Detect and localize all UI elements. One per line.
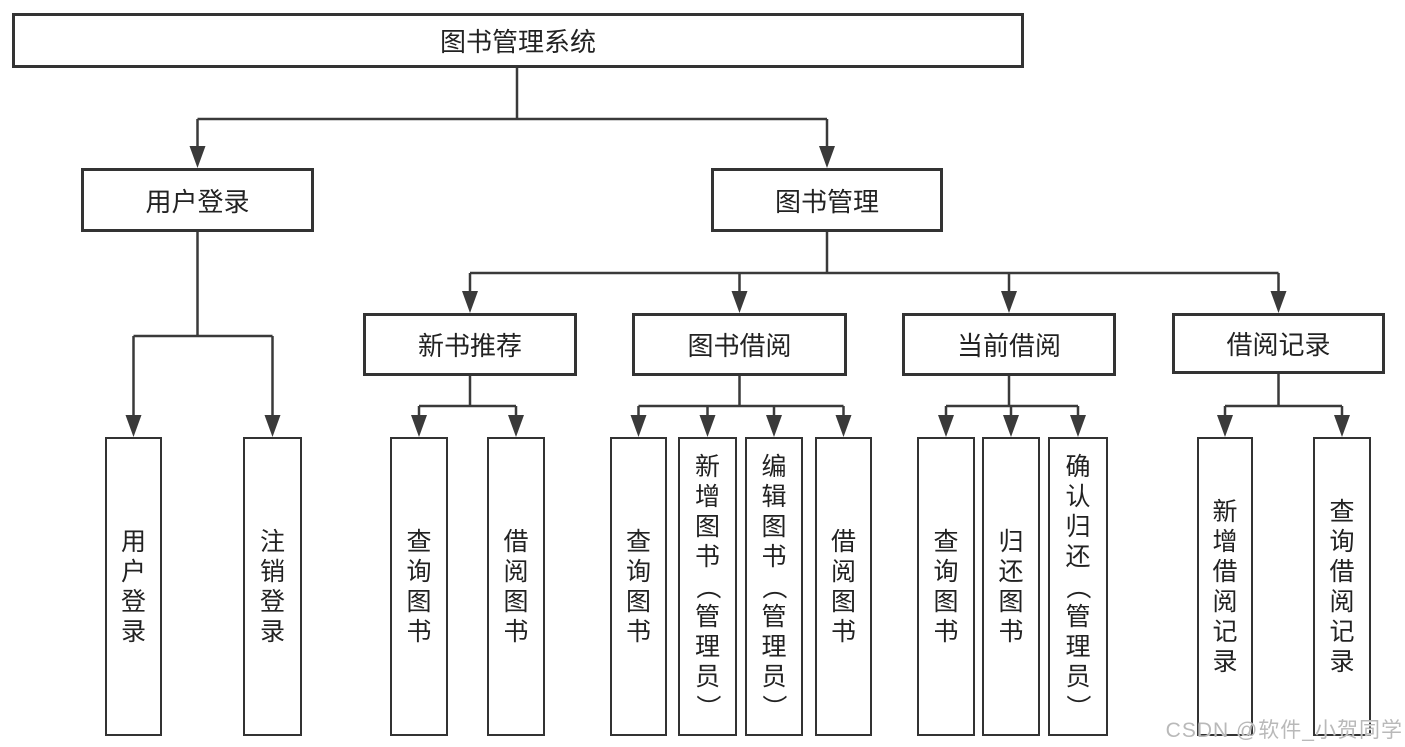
- leaf-return-book: 归还图书: [982, 437, 1040, 736]
- leaf-borrow-book: 借阅图书: [815, 437, 872, 736]
- leaf-user-login-label: 用户登录: [120, 527, 146, 646]
- leaf-query-borrow-record-label: 查询借阅记录: [1329, 497, 1355, 676]
- node-book-management-label: 图书管理: [774, 186, 879, 217]
- connector-new-book-recommend: [417, 376, 518, 419]
- arrowheads: [125, 146, 1350, 437]
- node-system-root-label: 图书管理系统: [439, 27, 596, 57]
- leaf-recommend-borrow-book: 借阅图书: [487, 437, 545, 736]
- leaf-recommend-query-book: 查询图书: [390, 437, 448, 736]
- connector-borrow-record: [1223, 374, 1344, 419]
- connector-root: [196, 68, 829, 150]
- connector-current-borrow: [944, 376, 1080, 419]
- node-book-borrow: 图书借阅: [632, 313, 847, 376]
- leaf-current-query-book: 查询图书: [917, 437, 975, 736]
- leaf-logout: 注销登录: [243, 437, 302, 736]
- leaf-borrow-query-book-label: 查询图书: [625, 527, 651, 646]
- leaf-confirm-return-admin: 确认归还（管理员）: [1048, 437, 1108, 736]
- node-book-management: 图书管理: [711, 168, 943, 232]
- node-system-root: 图书管理系统: [12, 13, 1024, 68]
- leaf-borrow-book-label: 借阅图书: [830, 527, 856, 646]
- node-borrow-record-label: 借阅记录: [1226, 330, 1331, 360]
- leaf-edit-book-admin: 编辑图书（管理员）: [745, 437, 803, 736]
- node-book-borrow-label: 图书借阅: [687, 331, 792, 361]
- node-new-book-recommend-label: 新书推荐: [417, 331, 522, 361]
- leaf-query-borrow-record: 查询借阅记录: [1313, 437, 1371, 736]
- node-borrow-record: 借阅记录: [1172, 313, 1385, 374]
- node-user-login-label: 用户登录: [145, 186, 250, 217]
- node-new-book-recommend: 新书推荐: [363, 313, 577, 376]
- node-current-borrow-label: 当前借阅: [956, 331, 1061, 361]
- leaf-add-borrow-record: 新增借阅记录: [1197, 437, 1253, 736]
- leaf-confirm-return-admin-label: 确认归还（管理员）: [1063, 452, 1092, 720]
- connector-book-management: [468, 232, 1280, 295]
- csdn-watermark: CSDN @软件_小贺同学: [1165, 719, 1403, 742]
- leaf-logout-label: 注销登录: [259, 527, 285, 646]
- leaf-add-book-admin-label: 新增图书（管理员）: [693, 452, 722, 720]
- connector-user-login: [132, 232, 274, 419]
- leaf-edit-book-admin-label: 编辑图书（管理员）: [759, 452, 788, 720]
- leaf-borrow-query-book: 查询图书: [610, 437, 667, 736]
- leaf-return-book-label: 归还图书: [998, 527, 1024, 646]
- leaf-recommend-borrow-book-label: 借阅图书: [503, 527, 529, 646]
- node-current-borrow: 当前借阅: [902, 313, 1116, 376]
- leaf-current-query-book-label: 查询图书: [933, 527, 959, 646]
- leaf-recommend-query-book-label: 查询图书: [406, 527, 432, 646]
- leaf-user-login: 用户登录: [105, 437, 162, 736]
- leaf-add-borrow-record-label: 新增借阅记录: [1212, 497, 1238, 676]
- node-user-login: 用户登录: [81, 168, 314, 232]
- connector-book-borrow: [637, 376, 845, 419]
- leaf-add-book-admin: 新增图书（管理员）: [678, 437, 737, 736]
